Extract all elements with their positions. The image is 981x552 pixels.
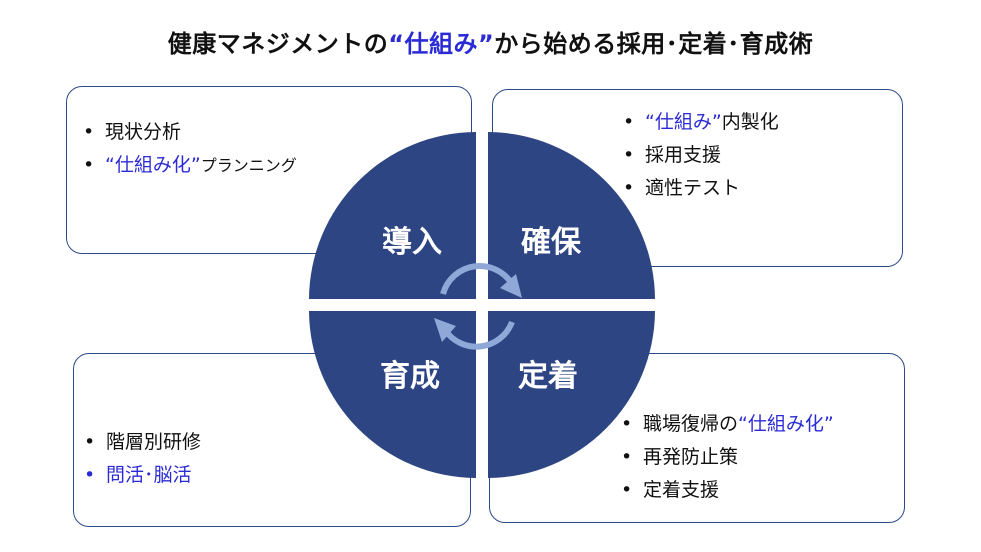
list-bottom-right: • 職場復帰の“仕組み化” • 再発防止策 • 定着支援 (621, 408, 834, 507)
title-text-before: 健康マネジメントの (167, 30, 389, 58)
list-bottom-left: • 階層別研修 • 問活･脳活 (84, 426, 201, 492)
item-highlight: “仕組み化” (105, 154, 201, 176)
item-text: 内製化 (721, 111, 779, 133)
quadrant-label-develop: 育成 (380, 359, 440, 394)
page-title: 健康マネジメントの“仕組み”から始める採用･定着･育成術 (0, 24, 981, 59)
quadrant-label-retain: 定着 (518, 359, 578, 394)
bullet: • (623, 177, 635, 199)
bullet: • (621, 446, 633, 468)
list-item: • 現状分析 (83, 116, 297, 149)
item-text: 採用支援 (645, 144, 722, 166)
quadrant-label-secure: 確保 (521, 225, 582, 260)
bullet: • (621, 413, 633, 435)
list-item: • “仕組み”内製化 (623, 106, 779, 139)
list-item: • 職場復帰の“仕組み化” (621, 408, 834, 441)
quadrant-shape (488, 132, 655, 299)
bullet: • (83, 121, 95, 143)
quadrant-label-intro: 導入 (382, 225, 442, 260)
quadrant-bottom-right (488, 311, 655, 478)
list-item: • 適性テスト (623, 172, 779, 205)
item-text: 適性テスト (645, 177, 741, 199)
title-text-after: から始める採用･定着･育成術 (494, 30, 814, 58)
item-text: 再発防止策 (643, 446, 739, 468)
item-text: 定着支援 (643, 479, 720, 501)
bullet: • (84, 464, 96, 486)
list-item: • 再発防止策 (621, 441, 834, 474)
quadrant-top-right (488, 132, 655, 299)
quadrant-bottom-left (309, 311, 476, 478)
list-top-left: • 現状分析 • “仕組み化”プランニング (83, 116, 297, 182)
list-item: • 採用支援 (623, 139, 779, 172)
item-text: プランニング (200, 156, 297, 175)
bullet: • (621, 479, 633, 501)
cycle-arrows-icon (434, 262, 522, 350)
bullet: • (623, 144, 635, 166)
quadrant-shape (309, 132, 476, 299)
item-text: 問活･脳活 (106, 464, 192, 486)
bullet: • (83, 154, 95, 176)
bullet: • (84, 431, 96, 453)
item-text: 階層別研修 (106, 431, 202, 453)
list-top-right: • “仕組み”内製化 • 採用支援 • 適性テスト (623, 106, 779, 205)
quadrant-top-left (309, 132, 476, 299)
list-item: • “仕組み化”プランニング (83, 149, 297, 182)
quadrant-shape (309, 311, 476, 478)
item-highlight: “仕組み化” (738, 413, 834, 435)
quadrant-shape (488, 311, 655, 478)
list-item: • 定着支援 (621, 474, 834, 507)
item-text: 現状分析 (105, 121, 182, 143)
item-highlight: “仕組み” (645, 111, 722, 133)
item-text: 職場復帰の (643, 413, 739, 435)
title-highlight: “仕組み” (388, 30, 495, 58)
bullet: • (623, 111, 635, 133)
list-item: • 階層別研修 (84, 426, 201, 459)
list-item: • 問活･脳活 (84, 459, 201, 492)
